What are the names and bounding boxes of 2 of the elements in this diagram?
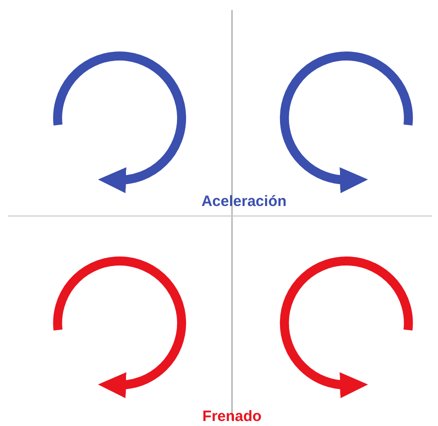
caption-text: Frenado: [202, 408, 262, 425]
caption-text: Aceleración: [201, 193, 287, 210]
